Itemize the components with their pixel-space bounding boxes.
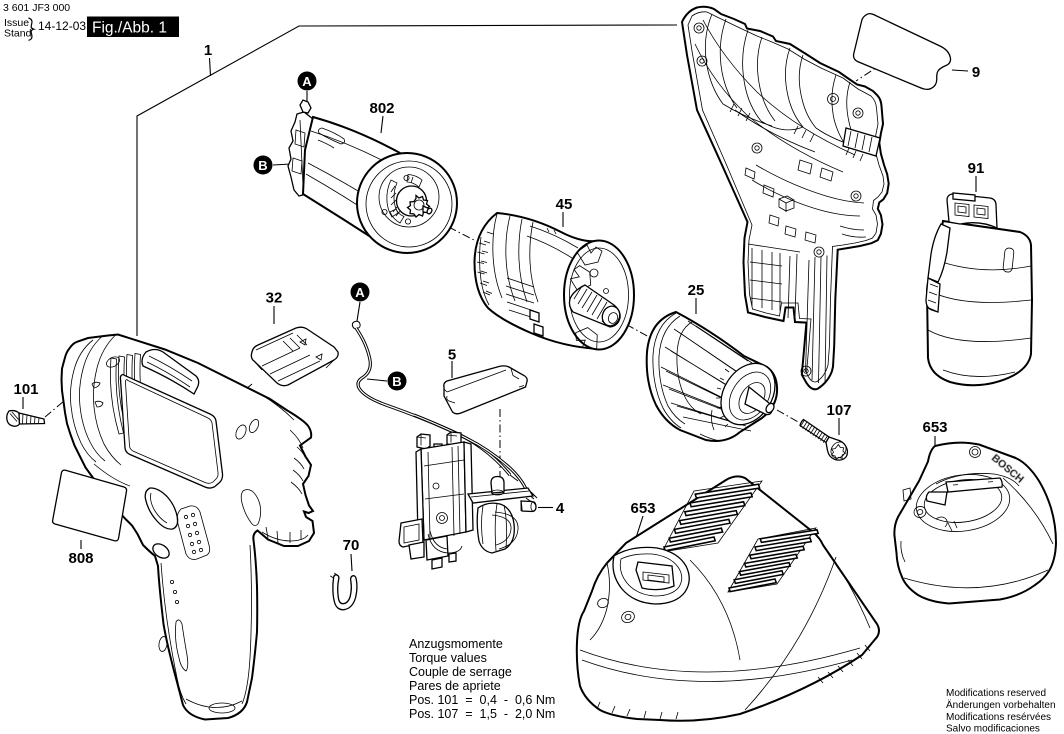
svg-text:70: 70 — [343, 537, 360, 554]
svg-text:653: 653 — [922, 419, 947, 436]
svg-text:Pos. 107 = 1,5 - 2,0 Nm: Pos. 107 = 1,5 - 2,0 Nm — [409, 707, 555, 721]
svg-text:Fig./Abb. 1: Fig./Abb. 1 — [92, 20, 167, 37]
svg-text:B: B — [392, 374, 401, 389]
svg-text:653: 653 — [630, 500, 655, 517]
svg-text:101: 101 — [13, 381, 38, 398]
svg-text:1: 1 — [204, 42, 212, 59]
svg-text:4: 4 — [556, 500, 565, 517]
svg-text:802: 802 — [369, 100, 394, 117]
svg-text:Couple de serrage: Couple de serrage — [409, 665, 512, 679]
svg-text:Torque values: Torque values — [409, 651, 487, 665]
svg-text:Salvo modificaciones: Salvo modificaciones — [946, 724, 1040, 734]
svg-text:9: 9 — [972, 64, 980, 81]
svg-text:14-12-03: 14-12-03 — [38, 19, 86, 33]
svg-text:Pos. 101 = 0,4 - 0,6 Nm: Pos. 101 = 0,4 - 0,6 Nm — [409, 693, 555, 707]
svg-text:808: 808 — [68, 550, 93, 567]
svg-text:A: A — [355, 285, 365, 300]
svg-text:B: B — [258, 158, 267, 173]
svg-text:Pares de apriete: Pares de apriete — [409, 679, 501, 693]
svg-text:25: 25 — [688, 282, 705, 299]
svg-text:Modifications resérvées: Modifications resérvées — [946, 712, 1051, 723]
svg-text:Anzugsmomente: Anzugsmomente — [409, 637, 503, 651]
svg-text:32: 32 — [266, 290, 283, 307]
svg-text:3 601 JF3 000: 3 601 JF3 000 — [3, 2, 70, 14]
svg-text:A: A — [302, 74, 312, 89]
svg-text:107: 107 — [826, 402, 851, 419]
svg-text:Änderungen vorbehalten: Änderungen vorbehalten — [946, 699, 1056, 711]
svg-text:91: 91 — [968, 160, 985, 177]
svg-text:45: 45 — [556, 196, 573, 213]
svg-text:5: 5 — [448, 347, 456, 364]
svg-text:Issue: Issue — [4, 17, 29, 29]
svg-text:Modifications reserved: Modifications reserved — [946, 688, 1046, 699]
svg-text:Stand: Stand — [4, 28, 32, 40]
